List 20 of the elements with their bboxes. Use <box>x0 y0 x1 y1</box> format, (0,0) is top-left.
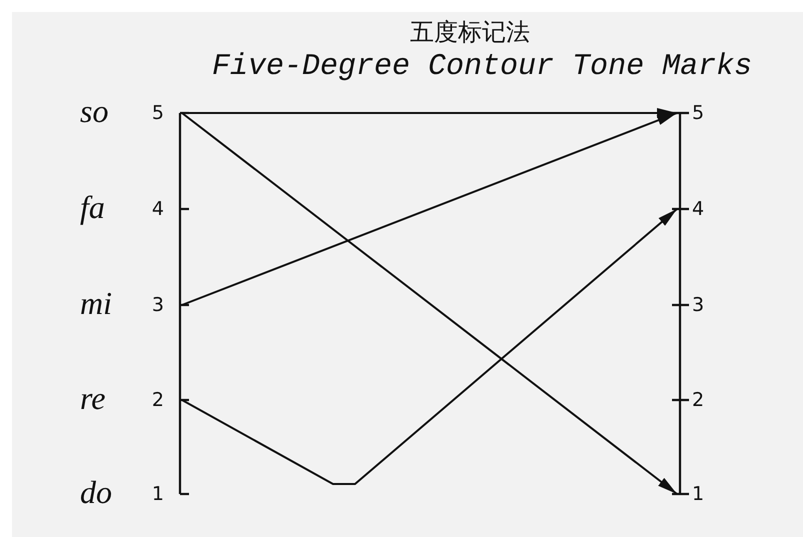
scale-number: 1 <box>692 483 704 505</box>
scale-number: 4 <box>152 198 164 220</box>
solfege-label: mi <box>80 285 112 321</box>
solfege-label: do <box>80 474 112 510</box>
arrow <box>182 112 678 306</box>
solfege-label: fa <box>80 189 105 225</box>
scale-number: 5 <box>152 102 164 124</box>
chart-subtitle: Five-Degree Contour Tone Marks <box>212 50 752 84</box>
scale-number: 3 <box>692 294 704 316</box>
solfege-label: so <box>80 93 108 129</box>
arrow <box>181 112 678 495</box>
scale-number: 5 <box>692 102 704 124</box>
chart-title: 五度标记法 <box>409 18 531 46</box>
scale-number: 2 <box>692 389 704 411</box>
scale-number: 2 <box>152 389 164 411</box>
scale-number: 4 <box>692 198 704 220</box>
scale-number: 1 <box>152 483 164 505</box>
arrow <box>182 208 678 485</box>
scale-number: 3 <box>152 294 164 316</box>
solfege-label: re <box>80 380 106 416</box>
